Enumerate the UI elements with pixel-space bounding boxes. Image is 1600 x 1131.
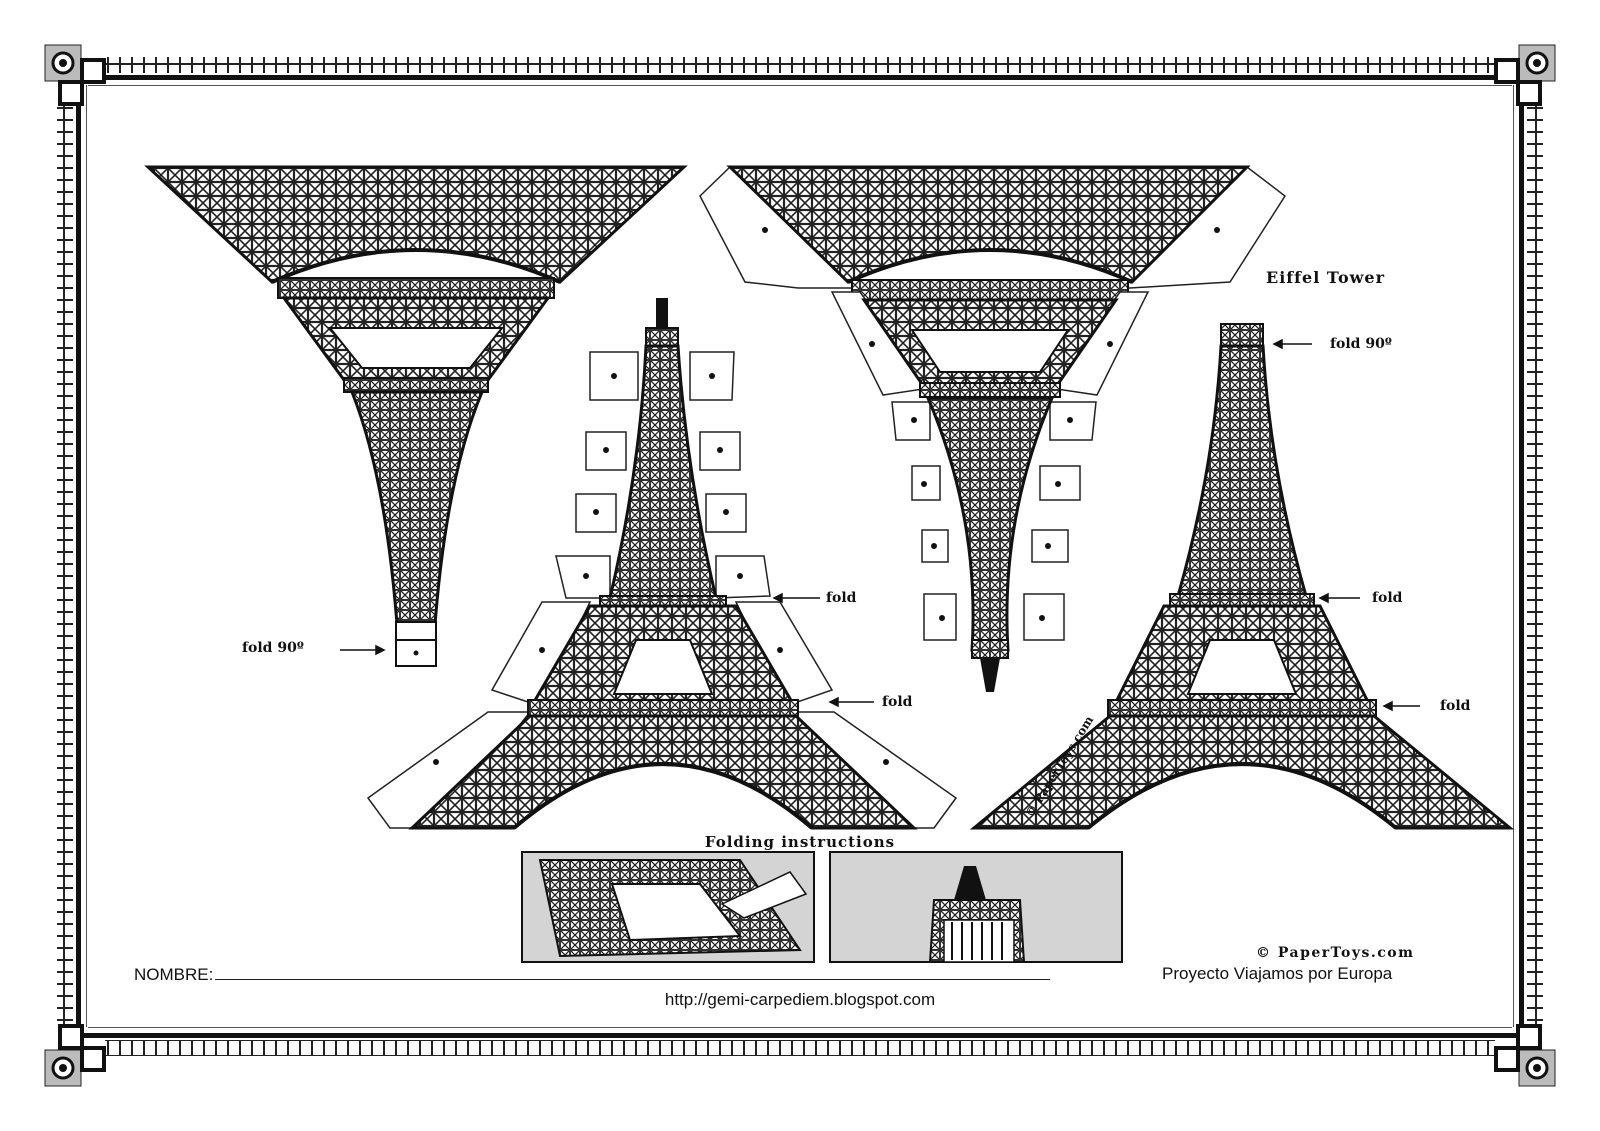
tower-piece-inverted-right [699,165,1287,692]
name-line [215,964,1051,980]
fold-90-label-right: fold 90º [1330,336,1392,352]
corner-ornament-tr [1494,44,1556,106]
copyright-text: © PaperToys.com [1256,945,1415,961]
fold-label-right-upper: fold [1372,590,1403,606]
name-label: NOMBRE: [134,965,214,984]
project-name: Proyecto Viajamos por Europa [1162,964,1393,983]
folding-instructions-caption: Folding instructions [704,833,896,851]
fold-label-right-lower: fold [1440,698,1471,714]
name-field: NOMBRE: [134,964,1051,985]
fold-label-center-lower: fold [882,694,913,710]
tower-piece-upright-right: © PaperToys.com [969,323,1515,830]
tower-piece-upright-center [366,298,958,830]
folding-instruction-image-2 [829,851,1123,963]
page-title: Eiffel Tower [1266,268,1385,287]
corner-ornament-tl [44,44,106,106]
corner-ornament-br [1494,1024,1556,1087]
fold-label-center-upper: fold [826,590,857,606]
fold-90-label-left: fold 90º [242,640,304,656]
fold-arrows [340,338,1420,712]
corner-ornament-bl [44,1024,106,1087]
folding-instruction-image-1 [521,851,815,963]
tower-piece-inverted-left [144,165,688,667]
blog-url: http://gemi-carpediem.blogspot.com [664,990,936,1009]
